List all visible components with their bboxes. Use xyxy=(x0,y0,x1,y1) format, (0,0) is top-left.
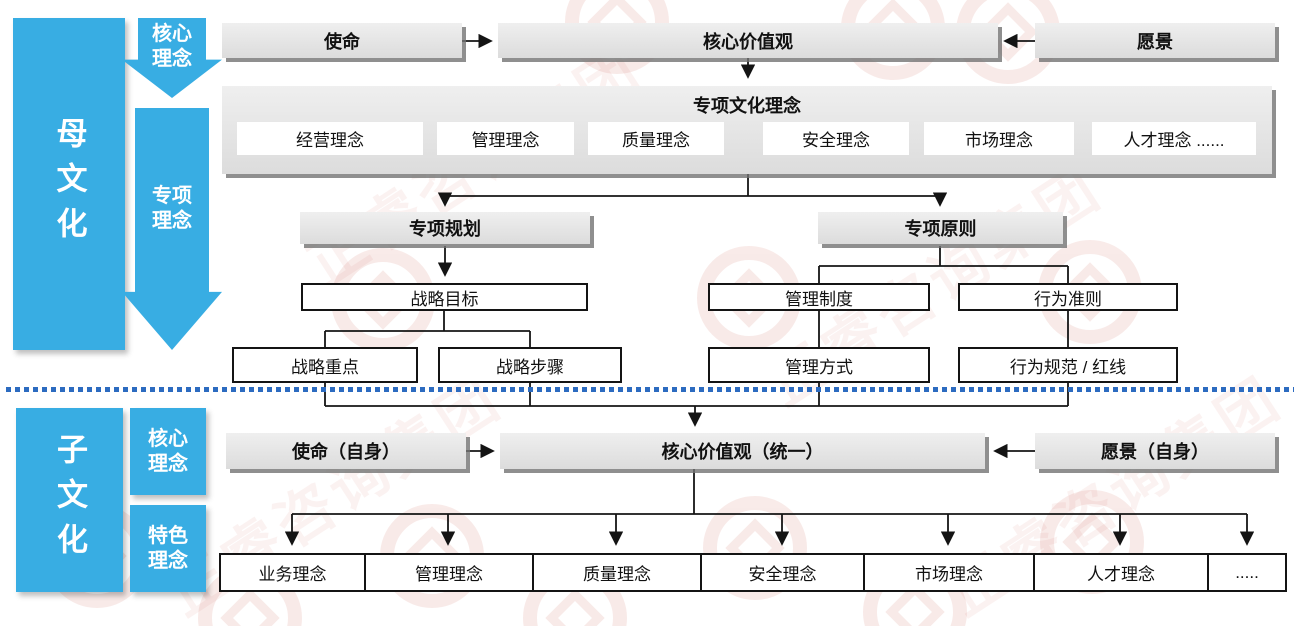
child-culture-row: 业务理念 管理理念 质量理念 安全理念 市场理念 人才理念 ..... xyxy=(219,553,1287,592)
unified-core-values-box: 核心价值观（统一） xyxy=(500,433,985,469)
culture-cell: 业务理念 xyxy=(219,553,366,592)
parent-culture-label: 母文化 xyxy=(51,116,87,252)
culture-chip: 经营理念 xyxy=(237,122,423,155)
culture-cell: 质量理念 xyxy=(532,553,702,592)
special-principle-box: 专项原则 xyxy=(818,212,1063,244)
management-method-box: 管理方式 xyxy=(708,347,930,383)
behavior-norms-box: 行为规范 / 红线 xyxy=(958,347,1178,383)
core-idea-arrow-label: 核心理念 xyxy=(152,23,192,70)
culture-cell: ..... xyxy=(1207,553,1287,592)
vision-box: 愿景 xyxy=(1035,23,1275,58)
child-culture-bar: 子文化 xyxy=(16,408,123,592)
core-values-box: 核心价值观 xyxy=(498,23,998,58)
culture-cell: 市场理念 xyxy=(863,553,1035,592)
culture-cell: 安全理念 xyxy=(700,553,865,592)
management-system-box: 管理制度 xyxy=(708,283,930,311)
child-vision-box: 愿景（自身） xyxy=(1035,433,1275,469)
section-divider xyxy=(6,387,1294,392)
culture-chip: 质量理念 xyxy=(588,122,724,155)
culture-chip: 市场理念 xyxy=(924,122,1074,155)
child-core-idea-tag: 核心理念 xyxy=(130,408,206,495)
special-culture-title: 专项文化理念 xyxy=(693,96,801,116)
special-idea-arrow-label: 专项理念 xyxy=(152,185,192,232)
child-mission-box: 使命（自身） xyxy=(226,433,466,469)
strategy-goal-box: 战略目标 xyxy=(301,283,588,311)
culture-chip: 安全理念 xyxy=(763,122,909,155)
culture-chip: 人才理念 ...... xyxy=(1092,122,1256,155)
culture-cell: 管理理念 xyxy=(364,553,534,592)
special-plan-box: 专项规划 xyxy=(300,212,590,244)
mission-box: 使命 xyxy=(222,23,462,58)
strategy-focus-box: 战略重点 xyxy=(232,347,418,383)
special-idea-arrow xyxy=(122,108,222,350)
behavior-code-box: 行为准则 xyxy=(958,283,1178,311)
culture-cell: 人才理念 xyxy=(1033,553,1209,592)
culture-chip: 管理理念 xyxy=(437,122,574,155)
parent-culture-bar: 母文化 xyxy=(13,18,125,350)
child-feature-idea-tag: 特色理念 xyxy=(130,505,206,592)
child-culture-label: 子文化 xyxy=(52,432,87,568)
child-feature-idea-label: 特色理念 xyxy=(148,524,188,572)
child-core-idea-label: 核心理念 xyxy=(148,427,188,475)
strategy-steps-box: 战略步骤 xyxy=(438,347,622,383)
